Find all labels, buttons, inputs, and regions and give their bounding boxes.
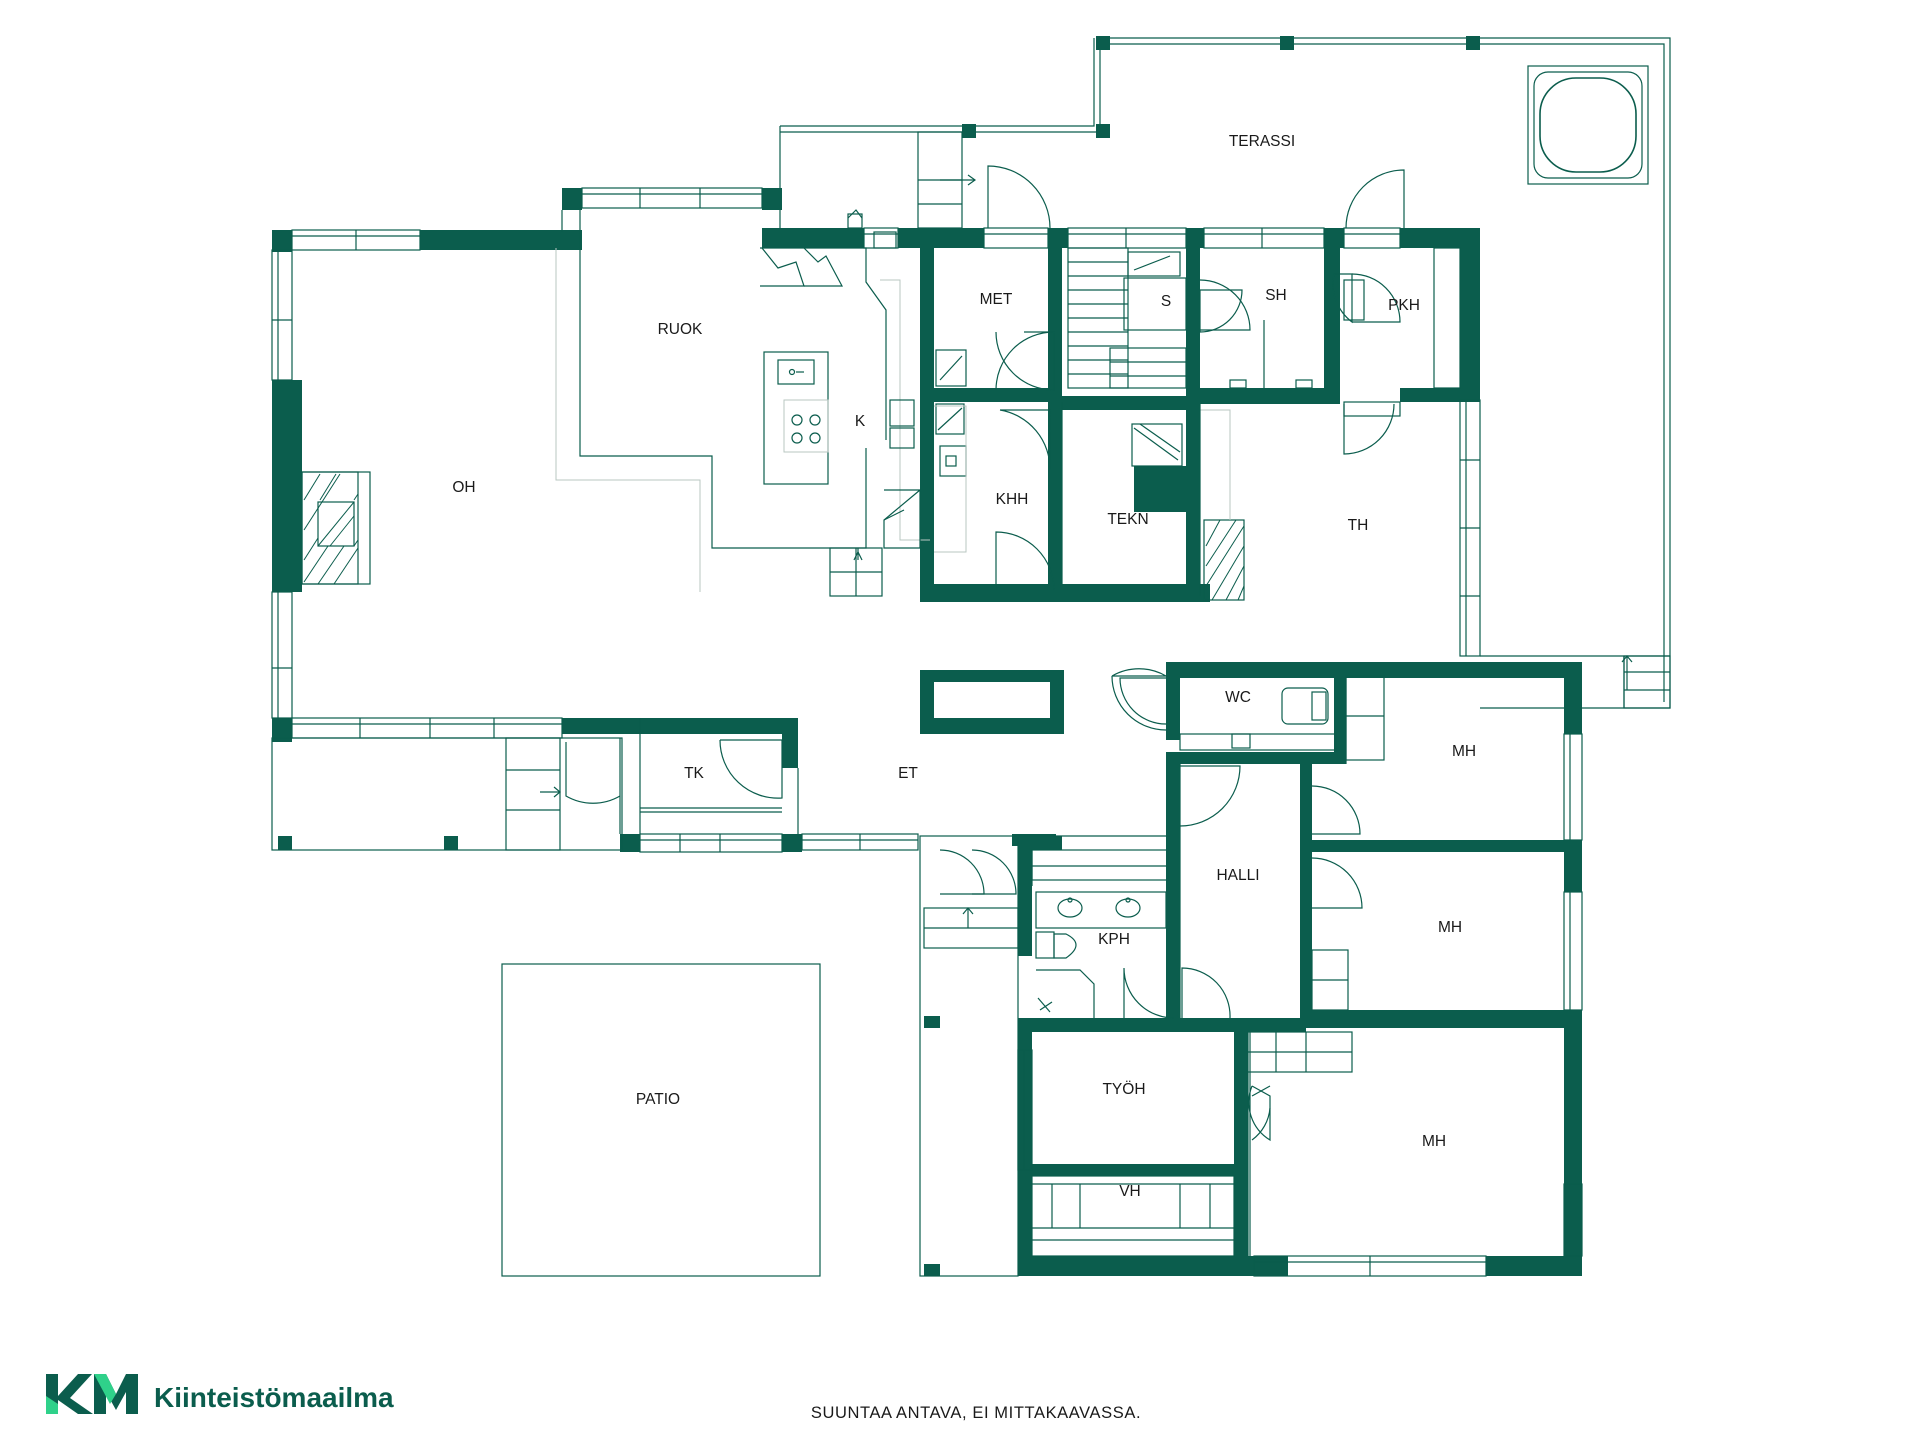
- terrace-outline: [779, 36, 1671, 709]
- room-label-terassi: TERASSI: [1229, 133, 1295, 150]
- windows-and-thin-lines: [271, 187, 1583, 1277]
- room-label-tyoh: TYÖH: [1102, 1080, 1145, 1098]
- room-label-met: MET: [980, 291, 1013, 308]
- patio-outline: [501, 963, 821, 1277]
- disclaimer-note: SUUNTAA ANTAVA, EI MITTAKAAVASSA.: [811, 1404, 1141, 1422]
- room-label-sh: SH: [1265, 287, 1287, 304]
- brand-logo: [46, 1374, 138, 1414]
- room-label-mh2: MH: [1438, 919, 1462, 936]
- room-label-pkh: PKH: [1388, 297, 1420, 314]
- fireplace: [301, 471, 371, 585]
- walls: [272, 188, 1582, 1276]
- room-label-mh1: MH: [1452, 743, 1476, 760]
- room-label-vh: VH: [1119, 1183, 1141, 1200]
- hot-tub: [1527, 65, 1649, 185]
- room-label-ruok: RUOK: [658, 321, 703, 338]
- room-labels: TERASSI RUOK MET S SH PKH K OH KHH TEKN …: [452, 133, 1476, 1200]
- sauna-benches: [1067, 247, 1187, 389]
- room-label-et: ET: [898, 765, 918, 782]
- room-label-oh: OH: [452, 479, 475, 496]
- room-label-wc: WC: [1225, 689, 1251, 706]
- room-label-khh: KHH: [996, 491, 1029, 508]
- room-label-kph: KPH: [1098, 931, 1130, 948]
- room-label-halli: HALLI: [1216, 867, 1259, 884]
- room-label-mh3: MH: [1422, 1133, 1446, 1150]
- room-label-s: S: [1161, 293, 1171, 310]
- room-label-tekn: TEKN: [1107, 511, 1148, 528]
- doors: [565, 165, 1405, 1142]
- room-label-tk: TK: [684, 765, 704, 782]
- room-label-k: K: [855, 413, 866, 430]
- room-label-th: TH: [1348, 517, 1369, 534]
- brand-name: Kiinteistömaailma: [154, 1382, 394, 1413]
- terrace-steps: [1480, 655, 1671, 709]
- room-label-patio: PATIO: [636, 1091, 680, 1108]
